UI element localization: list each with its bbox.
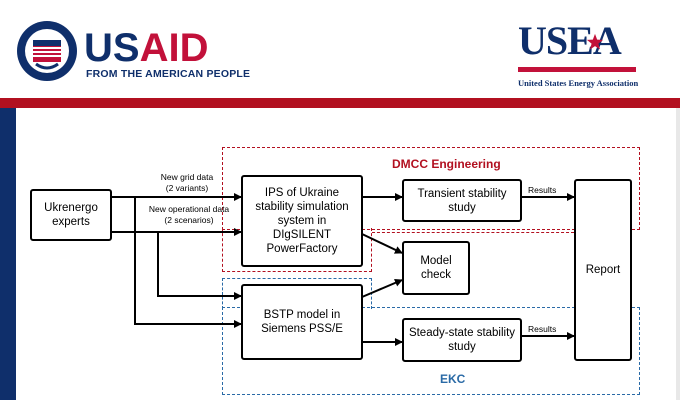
usea-underline	[518, 67, 636, 72]
edge-label-grid-data: New grid data (2 variants)	[160, 172, 214, 193]
node-model-check: Model check	[402, 241, 470, 295]
node-steady-state-stability: Steady-state stability study	[402, 318, 522, 362]
usaid-logo-text: USAID	[84, 28, 208, 68]
header-rule	[0, 98, 680, 108]
node-ips-ukraine: IPS of Ukraine stability simulation syst…	[241, 175, 363, 267]
usaid-seal-icon	[17, 21, 77, 81]
dmcc-model-check-boundary	[372, 232, 574, 233]
usaid-aid: AID	[139, 26, 209, 70]
ekc-group-boundary	[222, 307, 640, 395]
usea-logo-text: USEA	[518, 18, 622, 63]
dmcc-group-extension	[222, 228, 372, 272]
ekc-group-label: EKC	[440, 372, 466, 386]
node-bstp-model: BSTP model in Siemens PSS/E	[241, 284, 363, 360]
node-ips-label: IPS of Ukraine stability simulation syst…	[255, 187, 349, 255]
node-transient-stability: Transient stability study	[402, 179, 522, 222]
dmcc-group-boundary	[222, 147, 640, 230]
node-model-check-label: Model check	[420, 255, 452, 281]
edge-label-operational-data: New operational data (2 scenarios)	[148, 204, 230, 225]
right-edge	[676, 108, 680, 400]
dmcc-group-label: DMCC Engineering	[392, 157, 501, 171]
usaid-tagline: FROM THE AMERICAN PEOPLE	[86, 68, 251, 80]
edge-label-results-top: Results	[528, 185, 557, 195]
node-report: Report	[574, 179, 632, 361]
node-ukrenergo-experts: Ukrenergo experts	[30, 189, 112, 241]
usaid-us: US	[84, 26, 140, 70]
node-report-label: Report	[585, 264, 621, 276]
edge-label-results-bottom: Results	[528, 324, 557, 334]
star-icon	[586, 33, 604, 50]
node-bstp-label: BSTP model in Siemens PSS/E	[261, 309, 343, 335]
header-bar: USAID FROM THE AMERICAN PEOPLE USEA Unit…	[0, 0, 680, 98]
left-accent-band	[0, 108, 16, 400]
node-transient-label: Transient stability study	[417, 187, 507, 214]
node-ukrenergo-label: Ukrenergo experts	[44, 202, 98, 228]
usea-tagline: United States Energy Association	[518, 78, 639, 88]
node-steady-label: Steady-state stability study	[408, 327, 516, 353]
